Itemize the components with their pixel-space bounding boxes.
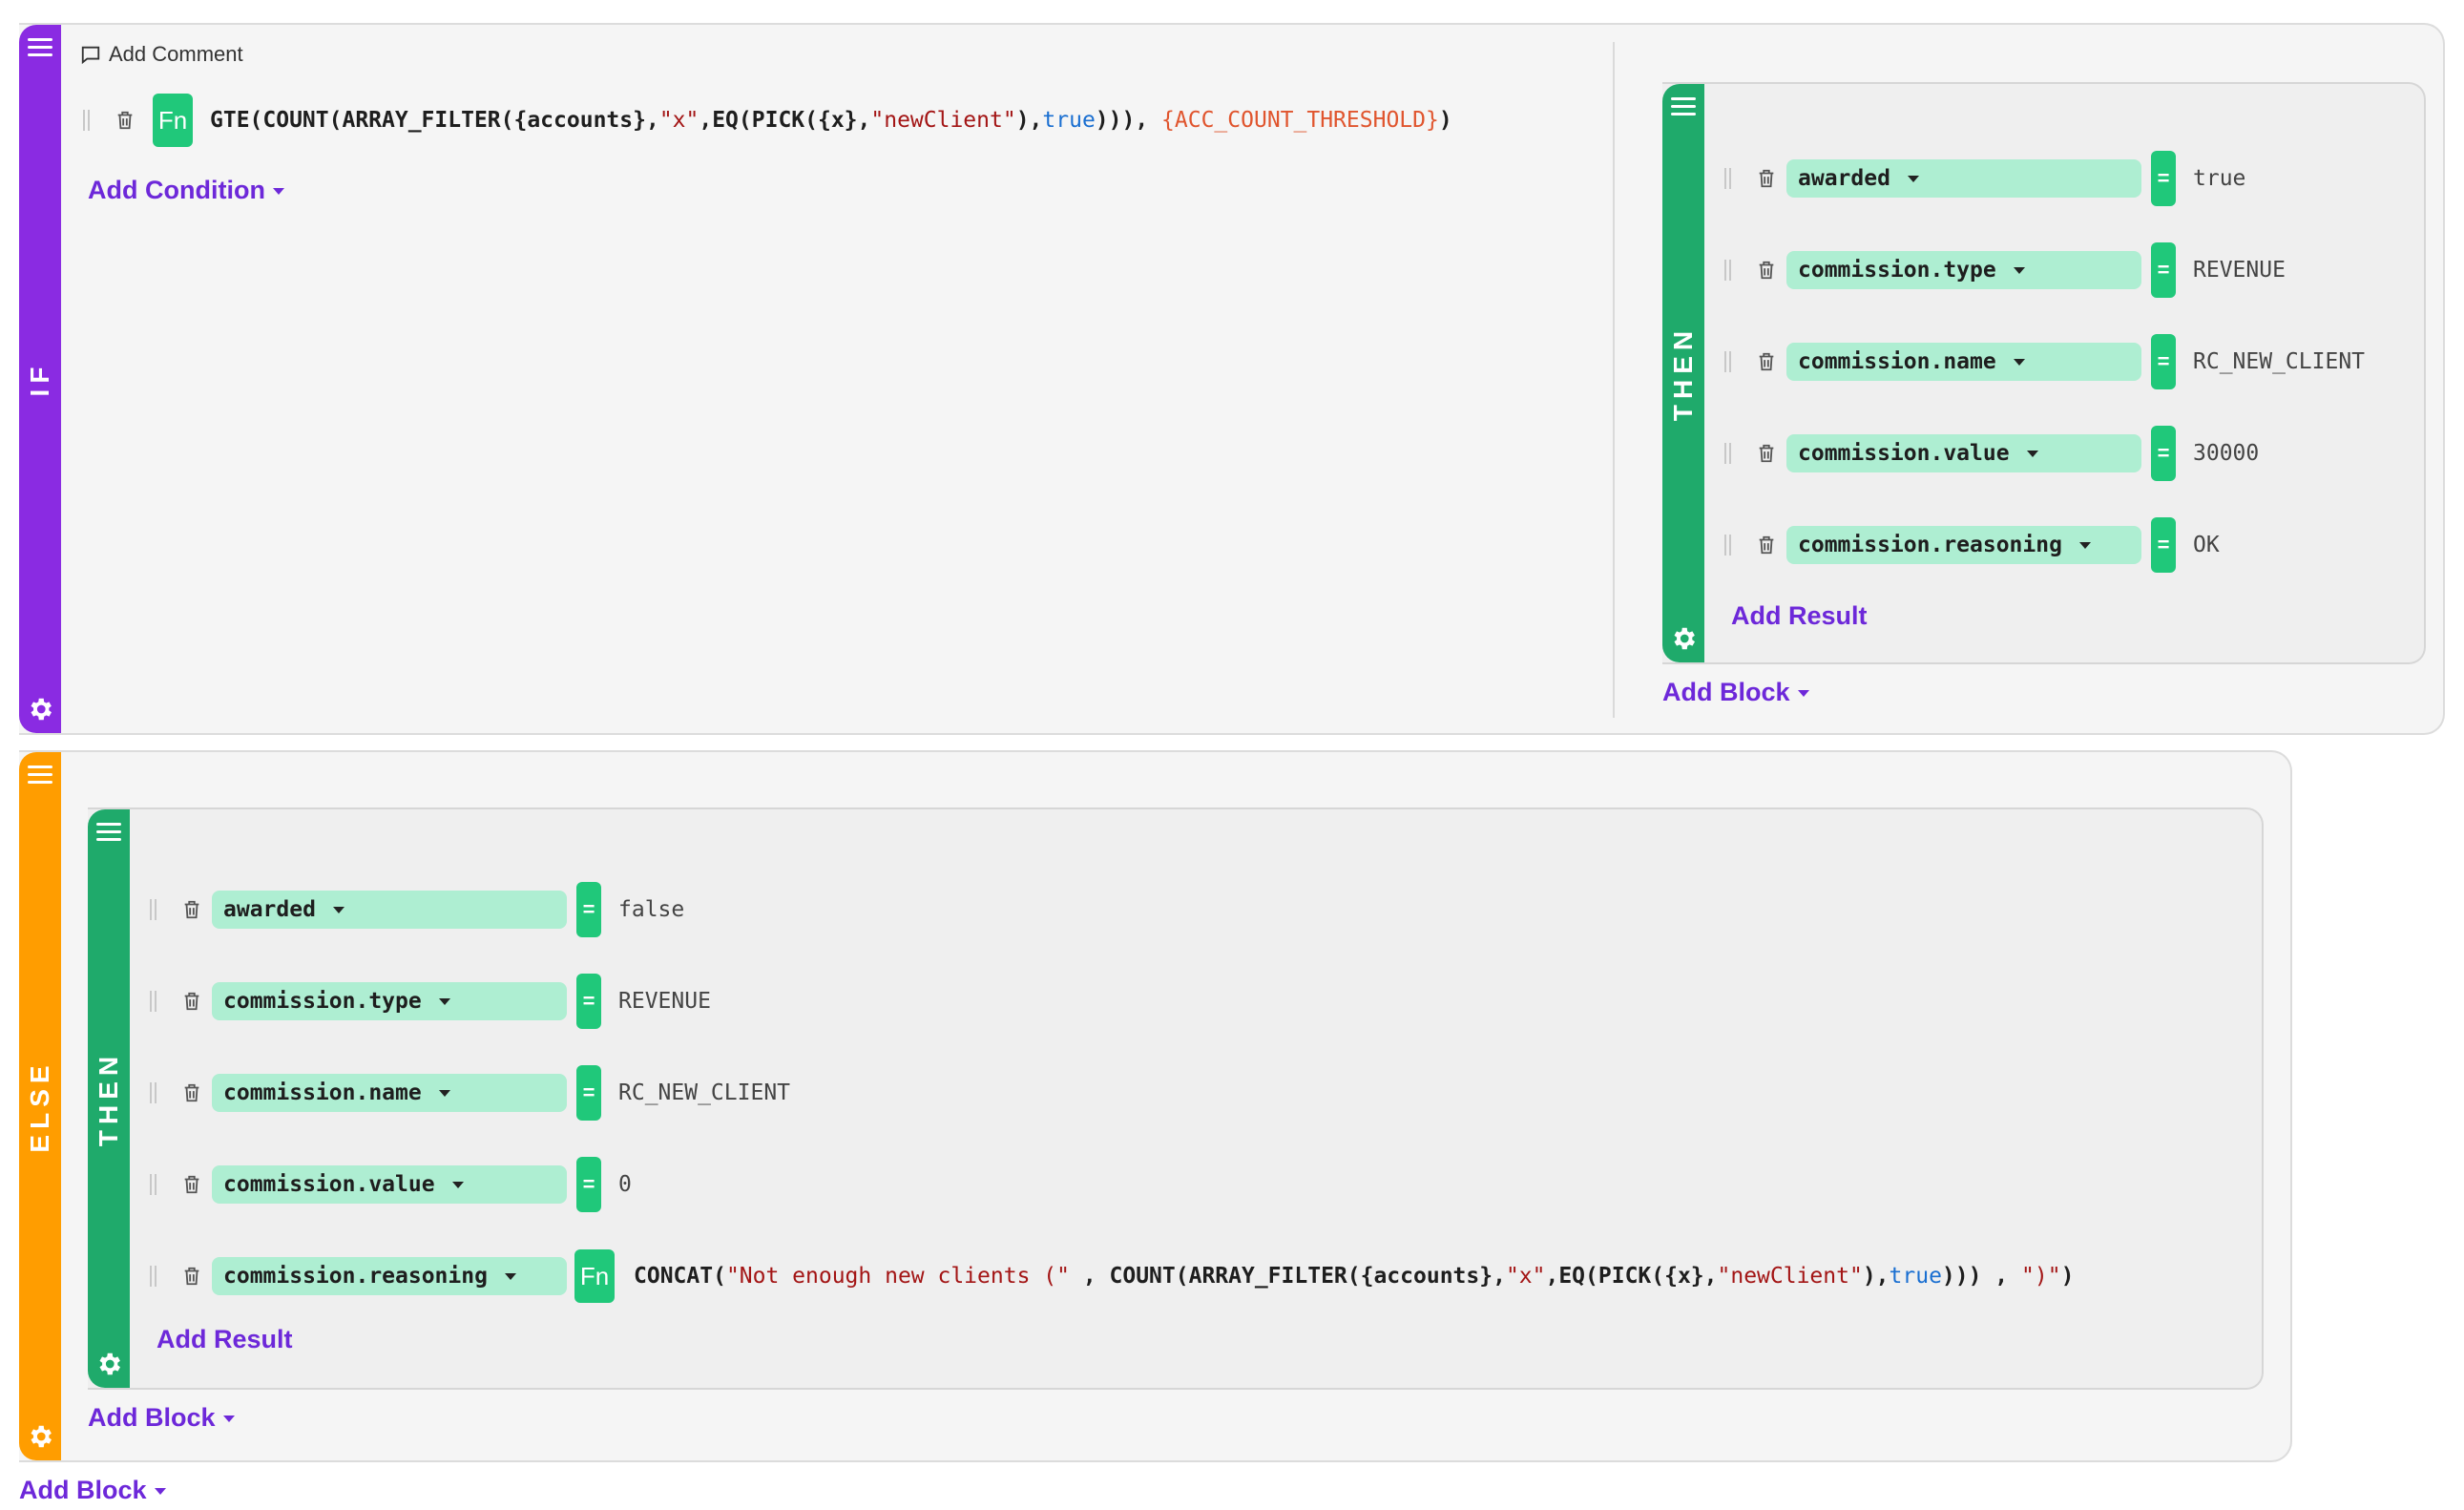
drag-handle-icon[interactable] <box>82 110 92 131</box>
drag-handle-icon[interactable] <box>1723 168 1733 189</box>
add-comment-label: Add Comment <box>109 42 243 66</box>
field-selector[interactable]: commission.value <box>212 1165 567 1204</box>
add-comment-button[interactable]: Add Comment <box>80 42 243 67</box>
equals-operator[interactable]: = <box>2151 517 2176 573</box>
equals-operator[interactable]: = <box>576 882 601 937</box>
else-bar: ELSE <box>19 752 61 1460</box>
caret-down-icon <box>451 1181 464 1188</box>
field-selector[interactable]: commission.type <box>212 982 567 1020</box>
drag-handle-icon[interactable] <box>149 1082 158 1103</box>
drag-handle-icon[interactable] <box>149 1266 158 1287</box>
function-badge[interactable]: Fn <box>153 94 193 147</box>
drag-menu-icon[interactable] <box>28 38 52 56</box>
if-block: IF Add Comment Fn GTE(COUNT(ARRAY_FILTER… <box>19 23 2445 735</box>
trash-icon[interactable] <box>181 1081 202 1104</box>
trash-icon[interactable] <box>1756 350 1777 373</box>
gear-icon[interactable] <box>26 695 54 724</box>
add-condition-button[interactable]: Add Condition <box>88 176 284 205</box>
trash-icon[interactable] <box>181 898 202 921</box>
root-add-block-button[interactable]: Add Block <box>19 1476 166 1505</box>
result-value[interactable]: false <box>618 897 685 922</box>
drag-menu-icon[interactable] <box>28 765 52 784</box>
result-value[interactable]: 0 <box>618 1172 632 1197</box>
caret-down-icon <box>438 1089 450 1097</box>
trash-icon[interactable] <box>115 109 136 132</box>
result-value[interactable]: 30000 <box>2193 441 2260 466</box>
add-result-button[interactable]: Add Result <box>1731 601 1868 630</box>
if-label: IF <box>25 361 54 397</box>
caret-down-icon <box>2078 541 2091 549</box>
gear-icon[interactable] <box>26 1422 54 1451</box>
result-value[interactable]: RC_NEW_CLIENT <box>618 1080 791 1105</box>
add-block-button[interactable]: Add Block <box>1662 678 1809 707</box>
caret-down-icon <box>2013 358 2025 366</box>
result-value[interactable]: RC_NEW_CLIENT <box>2193 349 2366 374</box>
caret-down-icon <box>332 906 345 913</box>
else-block: ELSE THEN awarded = false commission.typ… <box>19 750 2292 1462</box>
trash-icon[interactable] <box>181 1265 202 1288</box>
vertical-divider <box>1613 42 1615 718</box>
then-label: THEN <box>94 1050 123 1147</box>
caret-down-icon <box>2026 450 2038 457</box>
if-bar: IF <box>19 25 61 733</box>
drag-handle-icon[interactable] <box>1723 351 1733 372</box>
drag-menu-icon[interactable] <box>96 823 121 841</box>
drag-handle-icon[interactable] <box>1723 535 1733 556</box>
trash-icon[interactable] <box>1756 442 1777 465</box>
field-selector[interactable]: commission.reasoning <box>1786 526 2141 564</box>
field-selector[interactable]: commission.value <box>1786 434 2141 472</box>
field-selector[interactable]: awarded <box>1786 159 2141 198</box>
caret-down-icon <box>504 1272 516 1280</box>
equals-operator[interactable]: = <box>2151 151 2176 206</box>
trash-icon[interactable] <box>1756 534 1777 556</box>
drag-handle-icon[interactable] <box>149 1174 158 1195</box>
else-label: ELSE <box>25 1059 54 1153</box>
reasoning-expression[interactable]: CONCAT("Not enough new clients (" , COUN… <box>634 1264 2075 1289</box>
equals-operator[interactable]: = <box>2151 426 2176 481</box>
trash-icon[interactable] <box>1756 259 1777 282</box>
result-value[interactable]: true <box>2193 166 2246 191</box>
caret-down-icon <box>438 997 450 1005</box>
trash-icon[interactable] <box>1756 167 1777 190</box>
result-value[interactable]: OK <box>2193 533 2220 557</box>
drag-handle-icon[interactable] <box>149 991 158 1012</box>
add-result-button[interactable]: Add Result <box>157 1325 293 1353</box>
comment-icon <box>81 46 100 65</box>
drag-handle-icon[interactable] <box>149 899 158 920</box>
trash-icon[interactable] <box>181 1173 202 1196</box>
equals-operator[interactable]: = <box>576 974 601 1029</box>
function-badge[interactable]: Fn <box>574 1249 615 1303</box>
field-selector[interactable]: awarded <box>212 891 567 929</box>
then-bar: THEN <box>1662 84 1704 662</box>
gear-icon[interactable] <box>94 1350 123 1378</box>
caret-down-icon <box>2013 266 2025 274</box>
equals-operator[interactable]: = <box>2151 242 2176 298</box>
equals-operator[interactable]: = <box>576 1157 601 1212</box>
equals-operator[interactable]: = <box>2151 334 2176 389</box>
then-block: THEN awarded = true commission.type = RE… <box>1662 82 2426 664</box>
then-block: THEN awarded = false commission.type = R… <box>88 807 2264 1390</box>
then-label: THEN <box>1668 325 1698 422</box>
drag-handle-icon[interactable] <box>1723 443 1733 464</box>
field-selector[interactable]: commission.reasoning <box>212 1257 567 1295</box>
then-bar: THEN <box>88 809 130 1388</box>
caret-down-icon <box>272 188 284 196</box>
drag-menu-icon[interactable] <box>1671 97 1696 115</box>
trash-icon[interactable] <box>181 990 202 1013</box>
gear-icon[interactable] <box>1669 624 1698 653</box>
field-selector[interactable]: commission.name <box>1786 343 2141 381</box>
caret-down-icon <box>154 1488 166 1496</box>
result-value[interactable]: REVENUE <box>2193 258 2286 283</box>
field-selector[interactable]: commission.name <box>212 1074 567 1112</box>
caret-down-icon <box>1797 690 1809 698</box>
condition-expression[interactable]: GTE(COUNT(ARRAY_FILTER({accounts},"x",EQ… <box>210 108 1452 133</box>
field-selector[interactable]: commission.type <box>1786 251 2141 289</box>
drag-handle-icon[interactable] <box>1723 260 1733 281</box>
caret-down-icon <box>1907 175 1919 182</box>
caret-down-icon <box>222 1416 235 1423</box>
equals-operator[interactable]: = <box>576 1065 601 1121</box>
add-block-button[interactable]: Add Block <box>88 1403 235 1433</box>
result-value[interactable]: REVENUE <box>618 989 711 1014</box>
